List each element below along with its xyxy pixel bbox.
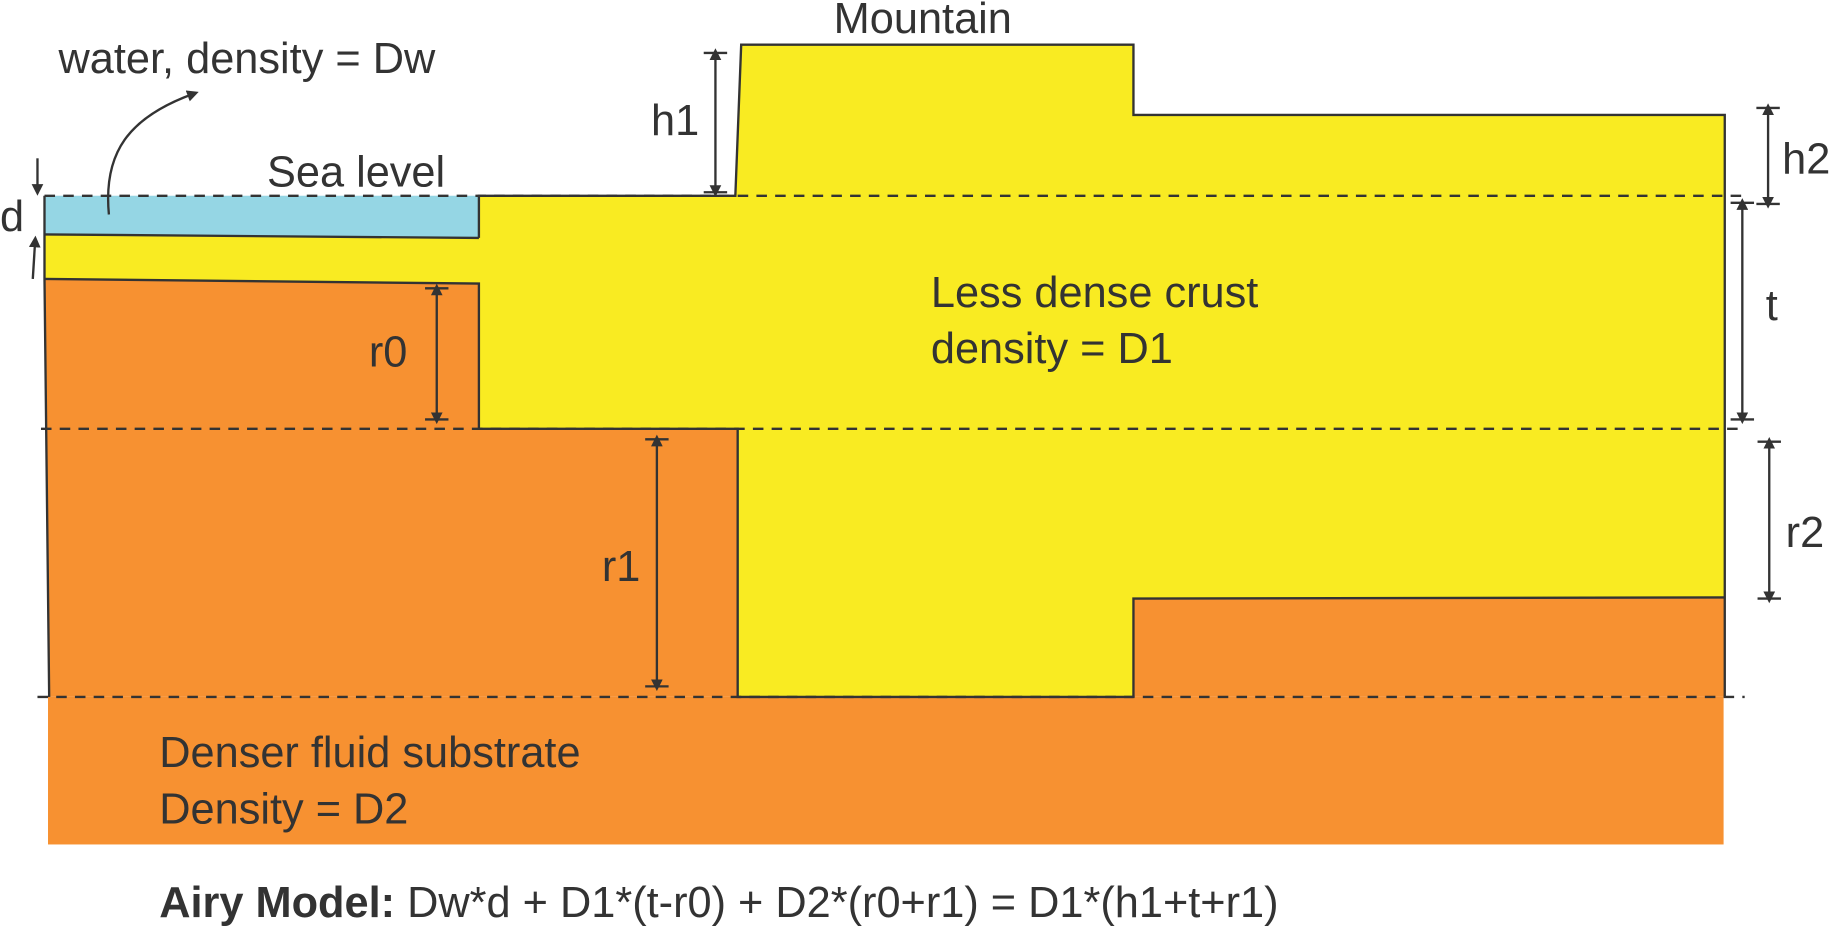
crust-outline	[43, 195, 51, 697]
r0-label: r0	[369, 329, 408, 377]
t-dimension	[1730, 198, 1755, 425]
r2-dimension	[1757, 436, 1781, 604]
water-region	[44, 195, 479, 238]
crust-label-line2: density = D1	[931, 325, 1173, 373]
substrate-region	[48, 696, 1724, 845]
h2-label: h2	[1782, 136, 1830, 184]
d-label: d	[0, 193, 24, 241]
ocean-root-substrate	[44, 278, 738, 697]
d-arrow-bottom	[28, 235, 41, 279]
water-label: water, density = Dw	[58, 35, 436, 83]
r2-label: r2	[1786, 509, 1825, 557]
crust-label-line1: Less dense crust	[931, 269, 1258, 317]
substrate-label-line2: Density = D2	[159, 785, 408, 833]
water-pointer-arrow	[106, 90, 199, 215]
equation-formula: Dw*d + D1*(t-r0) + D2*(r0+r1) = D1*(h1+t…	[395, 879, 1278, 927]
crust-region	[44, 44, 1725, 697]
equation-title: Airy Model:	[159, 879, 395, 927]
h1-dimension	[703, 48, 728, 197]
h1-label: h1	[651, 97, 699, 145]
r0-dimension	[425, 283, 449, 425]
mountain-label: Mountain	[834, 0, 1012, 43]
substrate-label-line1: Denser fluid substrate	[159, 729, 580, 777]
r1-dimension	[645, 434, 669, 692]
right-substrate-block	[1133, 597, 1725, 697]
sea-level-label: Sea level	[267, 148, 445, 196]
r1-label: r1	[602, 543, 641, 591]
airy-equation: Airy Model: Dw*d + D1*(t-r0) + D2*(r0+r1…	[159, 879, 1278, 927]
t-label: t	[1766, 282, 1778, 330]
h2-dimension	[1756, 103, 1780, 209]
